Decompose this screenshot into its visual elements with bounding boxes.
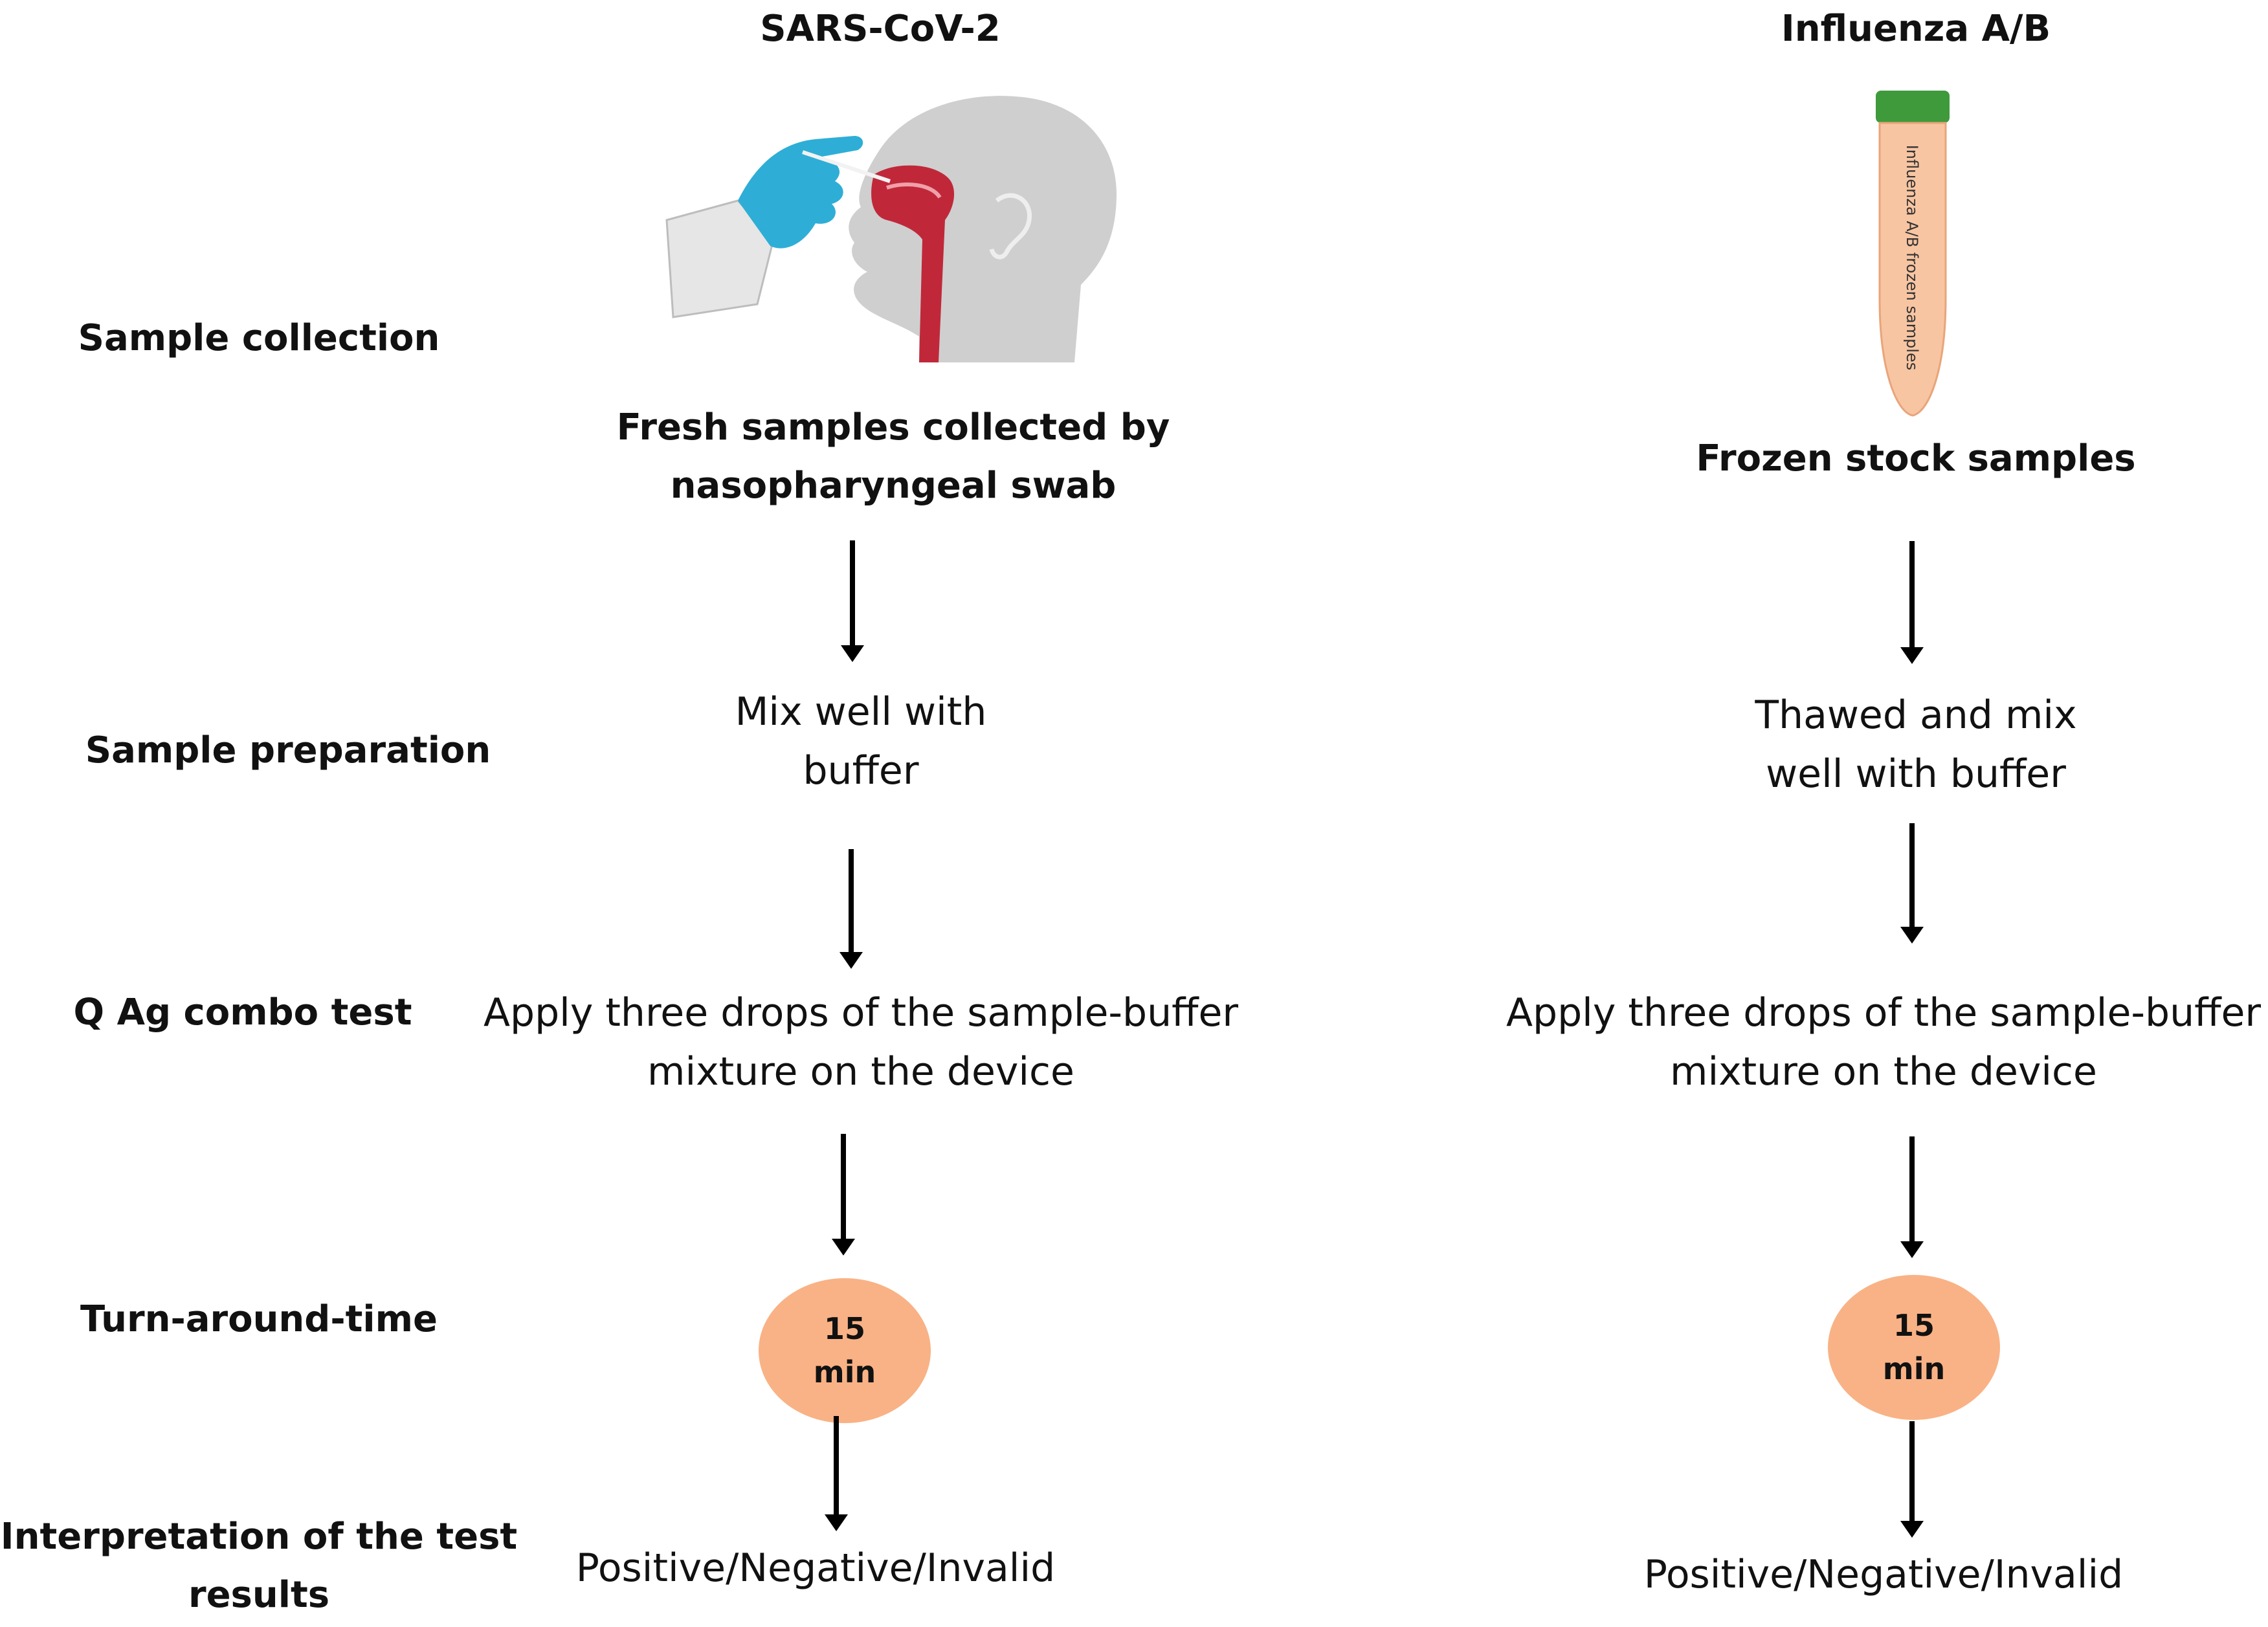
influenza-column-title: Influenza A/B xyxy=(1781,8,2051,50)
nasal-airway-icon xyxy=(871,165,955,362)
glove-icon xyxy=(738,136,863,249)
tube-cap-icon xyxy=(1876,91,1950,123)
frozen-sample-tube-illustration xyxy=(1876,91,1950,417)
sars-time-unit: min xyxy=(813,1355,876,1389)
row-label-sample-collection: Sample collection xyxy=(78,317,440,359)
sars-preparation-text: Mix well with buffer xyxy=(735,689,987,794)
nasopharyngeal-swab-illustration xyxy=(665,96,1117,362)
row-label-turn-around-time: Turn-around-time xyxy=(80,1298,438,1340)
flu-time-unit: min xyxy=(1882,1351,1946,1386)
sars-arrow-4 xyxy=(817,1416,856,1531)
ear-icon xyxy=(989,193,1032,260)
swab-stick-icon xyxy=(802,150,891,183)
flu-turnaround-circle: 15 min xyxy=(1828,1275,2000,1420)
flu-test-text: Apply three drops of the sample-buffer m… xyxy=(1506,990,2262,1095)
sars-collection-text: Fresh samples collected by nasopharyngea… xyxy=(616,406,1170,507)
sars-arrow-3 xyxy=(824,1134,863,1256)
row-label-interpretation: Interpretation of the test results xyxy=(0,1516,518,1616)
flu-arrow-3 xyxy=(1893,1136,1931,1258)
tube-label-text: Influenza A/B frozen samples xyxy=(1903,144,1921,371)
sleeve-icon xyxy=(665,199,775,318)
flu-arrow-1 xyxy=(1893,541,1931,664)
sars-result-text: Positive/Negative/Invalid xyxy=(575,1545,1056,1591)
tube-body-icon xyxy=(1878,122,1947,417)
sars-arrow-2 xyxy=(832,849,871,969)
flu-result-text: Positive/Negative/Invalid xyxy=(1643,1552,2124,1597)
flu-collection-text: Frozen stock samples xyxy=(1696,437,2136,480)
flu-time-value: 15 xyxy=(1893,1308,1935,1344)
flu-arrow-4 xyxy=(1893,1421,1931,1538)
row-label-q-ag-combo-test: Q Ag combo test xyxy=(73,991,412,1034)
sars-time-value: 15 xyxy=(823,1311,865,1347)
sars-turnaround-circle: 15 min xyxy=(759,1278,931,1423)
sars-test-text: Apply three drops of the sample-buffer m… xyxy=(483,990,1239,1095)
head-silhouette-icon xyxy=(849,96,1117,362)
sars-arrow-1 xyxy=(833,540,872,662)
flu-arrow-2 xyxy=(1893,823,1931,944)
flu-preparation-text: Thawed and mix well with buffer xyxy=(1755,692,2077,797)
sars-cov-2-column-title: SARS-CoV-2 xyxy=(760,8,1001,50)
row-label-sample-preparation: Sample preparation xyxy=(85,729,491,771)
